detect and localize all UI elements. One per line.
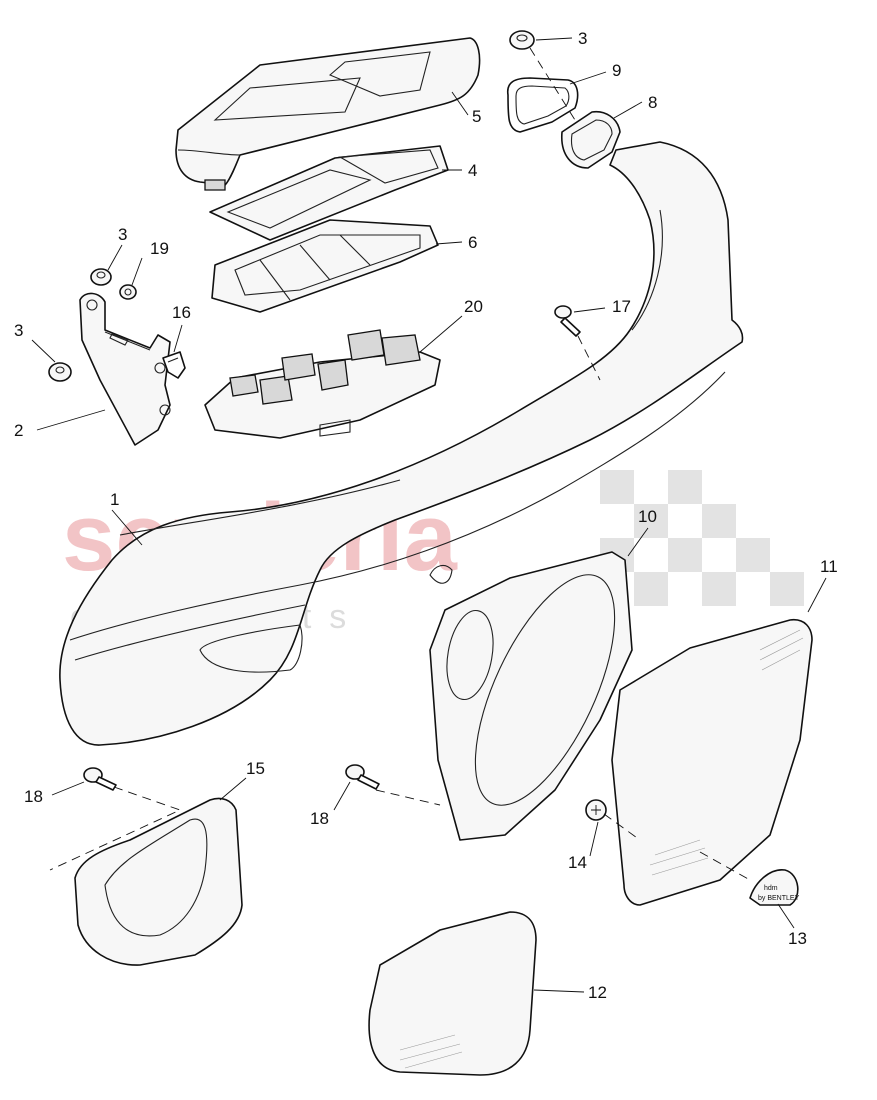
callout-18-right: 18 bbox=[310, 809, 329, 828]
part-18-screw-left bbox=[83, 767, 117, 791]
callout-3-lower: 3 bbox=[14, 321, 23, 340]
callout-9: 9 bbox=[612, 61, 621, 80]
part-9-seal bbox=[506, 77, 579, 133]
callout-16: 16 bbox=[172, 303, 191, 322]
part-2-bracket bbox=[79, 292, 171, 446]
callout-4: 4 bbox=[468, 161, 477, 180]
callout-14: 14 bbox=[568, 853, 587, 872]
callout-8: 8 bbox=[648, 93, 657, 112]
callout-6: 6 bbox=[468, 233, 477, 252]
part-3-nut-lower bbox=[48, 362, 72, 382]
part-8-insert bbox=[561, 110, 621, 169]
callout-3-middle: 3 bbox=[118, 225, 127, 244]
part-12-lower-grille bbox=[368, 911, 537, 1076]
checkered-flag-watermark bbox=[600, 470, 804, 606]
callout-18-left: 18 bbox=[24, 787, 43, 806]
callout-15: 15 bbox=[246, 759, 265, 778]
part-11-grille-panel bbox=[611, 618, 813, 906]
part-1-door-armrest-trim bbox=[59, 141, 744, 746]
part-13-badge: hdm by BENTLEY bbox=[749, 869, 800, 906]
badge-sub: by BENTLEY bbox=[758, 895, 800, 902]
part-3-nut-upper bbox=[509, 30, 535, 50]
callout-12: 12 bbox=[588, 983, 607, 1002]
leader-lines bbox=[31, 37, 827, 993]
callout-10: 10 bbox=[638, 507, 657, 526]
part-18-screw-right bbox=[345, 764, 380, 790]
callout-3-upper: 3 bbox=[578, 29, 587, 48]
callout-13: 13 bbox=[788, 929, 807, 948]
part-15-tweeter-surround bbox=[74, 797, 243, 966]
callout-labels: 1 2 3 3 3 4 5 6 8 9 10 11 12 13 14 15 16… bbox=[14, 29, 838, 1002]
part-6-switch-housing bbox=[211, 219, 439, 313]
grille-mesh bbox=[649, 629, 804, 876]
part-19-washer bbox=[119, 284, 137, 300]
callout-17: 17 bbox=[612, 297, 631, 316]
part-16-clip bbox=[162, 351, 186, 379]
part-20-window-switch-block bbox=[204, 329, 441, 439]
callout-5: 5 bbox=[472, 107, 481, 126]
part-3-nut-middle bbox=[90, 268, 112, 286]
lower-grille-mesh bbox=[399, 1034, 463, 1069]
part-5-switch-bezel bbox=[175, 37, 481, 191]
part-10-speaker-panel bbox=[429, 551, 633, 841]
part-17-screw bbox=[554, 305, 581, 337]
callout-11: 11 bbox=[820, 557, 838, 576]
badge-script: hdm bbox=[764, 885, 778, 892]
part-14-screw bbox=[585, 799, 607, 821]
callout-1: 1 bbox=[110, 490, 119, 509]
callout-20: 20 bbox=[464, 297, 483, 316]
callout-19: 19 bbox=[150, 239, 169, 258]
callout-2: 2 bbox=[14, 421, 23, 440]
